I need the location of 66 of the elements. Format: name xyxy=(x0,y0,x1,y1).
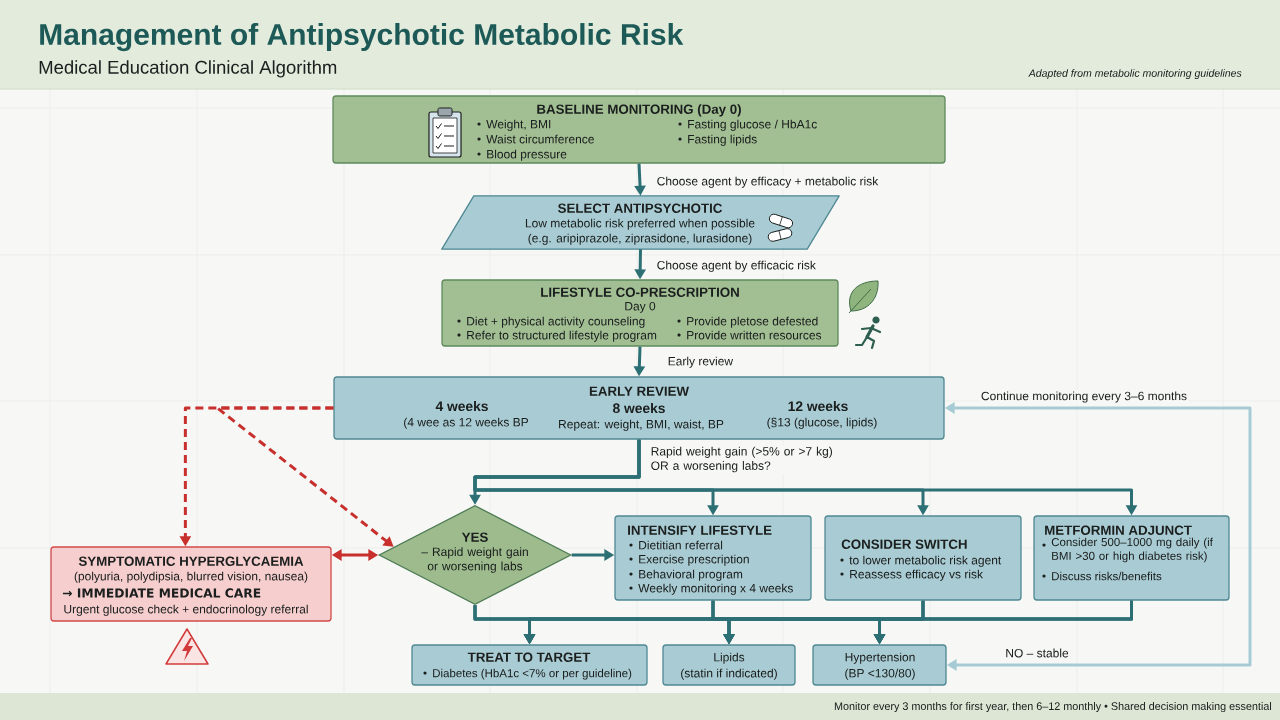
edge-label: Early review xyxy=(666,355,735,370)
bullet-item: Exercise prescription xyxy=(629,554,749,566)
input-parallelogram xyxy=(441,195,840,250)
box-heading: SYMPTOMATIC HYPERGLYCAEMIA xyxy=(78,556,304,566)
box-text: Day 0 xyxy=(625,301,656,313)
process-box xyxy=(812,644,947,686)
process-box xyxy=(333,376,945,440)
process-box xyxy=(824,515,1022,601)
bullet-item: Dietitian referral xyxy=(629,540,723,550)
process-box xyxy=(332,95,946,164)
bullet-item: Discuss risks/benefits xyxy=(1042,571,1162,581)
box-text: (§13 (glucose, lipids) xyxy=(767,417,877,429)
box-heading: LIFESTYLE CO-PRESCRIPTION xyxy=(541,287,739,297)
bullet-item: Waist circumference xyxy=(477,134,594,144)
branch-label: NO – stable xyxy=(1003,647,1071,659)
box-text: → IMMEDIATE MEDICAL CARE xyxy=(62,588,261,598)
box-text: 4 weeks xyxy=(435,400,488,412)
box-text: – Rapid weight gain or worsening labs xyxy=(421,547,528,573)
edge-label: Rapid weight gain (>5% or >7 kg) OR a worsening labs? xyxy=(649,445,837,474)
box-heading: CONSIDER SWITCH xyxy=(841,539,967,549)
bullet-item: Diabetes (HbA1c <7% or per guideline) xyxy=(423,668,632,680)
title: Management of Antipsychotic Metabolic Risk xyxy=(40,23,684,52)
box-text: (statin if indicated) xyxy=(681,668,777,680)
box-text: (e.g. aripiprazole, ziprasidone, lurasidone) xyxy=(528,233,752,245)
subtitle: Medical Education Clinical Algorithm xyxy=(39,60,337,78)
box-heading: TREAT TO TARGET xyxy=(467,652,591,662)
box-heading: YES xyxy=(461,532,488,542)
box-text: (polyuria, polydipsia, blurred vision, nausea) xyxy=(74,571,308,583)
box-heading: METFORMIN ADJUNCT xyxy=(1045,525,1192,535)
box-text: (BP <130/80) xyxy=(845,668,915,680)
edge-label: Choose agent by efficacy + metabolic risk xyxy=(655,175,880,190)
bullet-item: Fasting glucose / HbA1c xyxy=(678,119,817,131)
bullet-item: Diet + physical activity counseling xyxy=(457,316,645,328)
box-text: Urgent glucose check + endocrinology referral xyxy=(64,604,308,616)
bullet-item: Refer to structured lifestyle program xyxy=(457,330,657,342)
bullet-item: Reassess efficacy vs risk xyxy=(840,569,984,581)
box-text: 12 weeks xyxy=(788,400,848,412)
box-heading: EARLY REVIEW xyxy=(589,386,689,396)
bullet-item: to lower metabolic risk agent xyxy=(840,555,1002,567)
box-heading: SELECT ANTIPSYCHOTIC xyxy=(558,203,722,213)
dashed-arrow xyxy=(215,406,394,547)
box-text: Repeat: weight, BMI, waist, BP xyxy=(559,419,724,431)
process-box xyxy=(614,515,812,601)
box-text: Low metabolic risk preferred when possible xyxy=(525,218,755,230)
bullet-item: Behavioral program xyxy=(629,569,743,581)
box-heading: INTENSIFY LIFESTYLE xyxy=(628,525,772,535)
box-text: (4 wee as 12 weeks BP xyxy=(404,417,529,429)
process-box xyxy=(662,644,796,686)
source-note: Adapted from metabolic monitoring guidelines xyxy=(1028,69,1242,79)
footer-note: Monitor every 3 months for first year, then 6–12 monthly • Shared decision making essential xyxy=(834,702,1271,713)
bullet-item: Fasting lipids xyxy=(678,134,757,146)
process-box xyxy=(441,279,839,347)
bullet-item: Provide written resources xyxy=(677,330,822,340)
process-box xyxy=(1033,515,1230,601)
bullet-item: Consider 500–1000 mg daily (if BMI >30 or high diabetes risk) xyxy=(1042,537,1213,563)
alert-box xyxy=(50,546,332,622)
box-text: Lipids xyxy=(714,652,745,664)
bullet-item: Provide pletose defested xyxy=(677,316,818,328)
edge-label: Choose agent by efficacic risk xyxy=(655,259,818,274)
bullet-item: Blood pressure xyxy=(477,149,567,161)
process-box xyxy=(411,644,648,686)
box-heading: BASELINE MONITORING (Day 0) xyxy=(537,104,741,117)
bullet-item: Weekly monitoring x 4 weeks xyxy=(629,583,793,595)
box-text: 8 weeks xyxy=(613,402,665,414)
box-text: Hypertension xyxy=(845,652,915,664)
bullet-item: Weight, BMI xyxy=(477,119,551,131)
